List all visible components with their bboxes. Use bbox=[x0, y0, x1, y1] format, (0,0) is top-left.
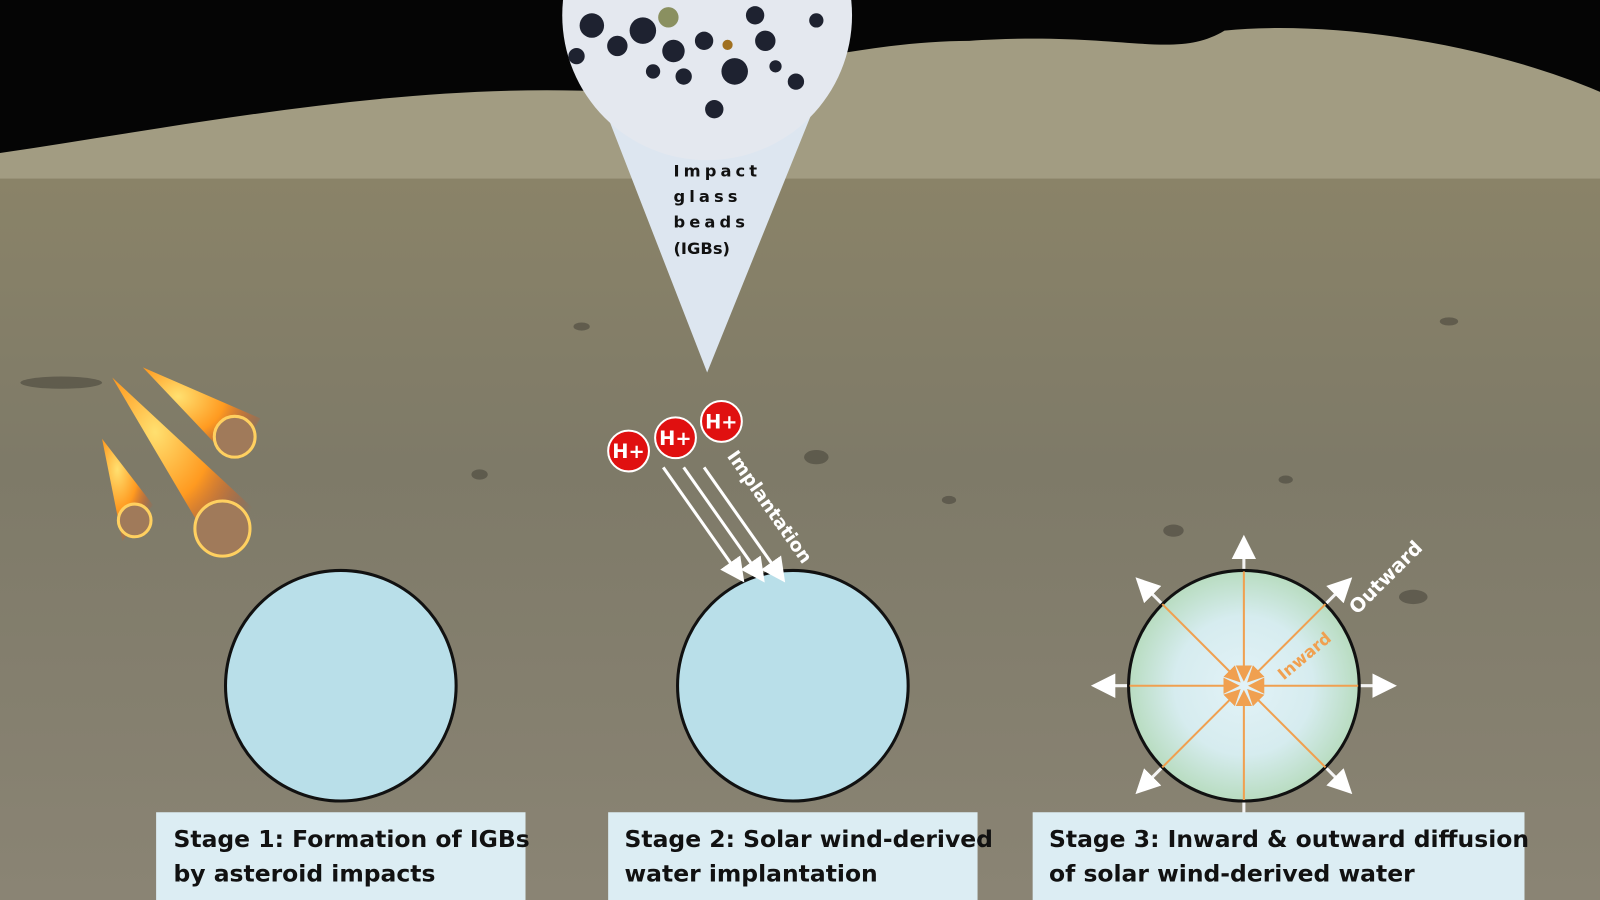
hydrogen-ion-2: H+ bbox=[654, 416, 697, 460]
glass-beads-image bbox=[568, 6, 824, 119]
meteor-icons bbox=[102, 367, 261, 560]
inward-arrows bbox=[1129, 571, 1359, 800]
stage2-subtitle: water implantation bbox=[624, 860, 877, 888]
igb-label-line3: beads bbox=[673, 213, 749, 232]
hydrogen-ion-1: H+ bbox=[607, 429, 650, 473]
hydrogen-ion-3: H+ bbox=[700, 400, 743, 443]
igb-label-line4: (IGBs) bbox=[673, 239, 730, 258]
stage3-subtitle: of solar wind-derived water bbox=[1049, 860, 1415, 888]
stage1-glass-bead bbox=[223, 568, 458, 803]
igb-label-line2: glass bbox=[673, 187, 741, 206]
stage1-caption: Stage 1: Formation of IGBs by asteroid i… bbox=[156, 812, 530, 900]
stage2-title: Stage 2: Solar wind-derived bbox=[624, 825, 992, 853]
ion-label: H+ bbox=[705, 411, 737, 434]
stage1-title: Stage 1: Formation of IGBs bbox=[173, 825, 529, 853]
igb-label-line1: Impact bbox=[673, 162, 761, 181]
outward-arrows bbox=[1090, 534, 1397, 817]
rocks bbox=[20, 317, 1459, 605]
stage2-glass-bead bbox=[676, 568, 910, 803]
stage3-caption: Stage 3: Inward & outward diffusion of s… bbox=[1032, 812, 1529, 900]
stage3-glass-bead bbox=[1090, 534, 1397, 817]
stage2-caption: Stage 2: Solar wind-derived water implan… bbox=[608, 812, 993, 900]
stage1-subtitle: by asteroid impacts bbox=[173, 860, 435, 888]
ion-label: H+ bbox=[659, 427, 691, 450]
igb-callout: Impact glass beads (IGBs) bbox=[562, 0, 852, 373]
ion-label: H+ bbox=[612, 440, 644, 463]
stage3-title: Stage 3: Inward & outward diffusion bbox=[1049, 825, 1529, 853]
implantation-arrows bbox=[662, 466, 786, 583]
